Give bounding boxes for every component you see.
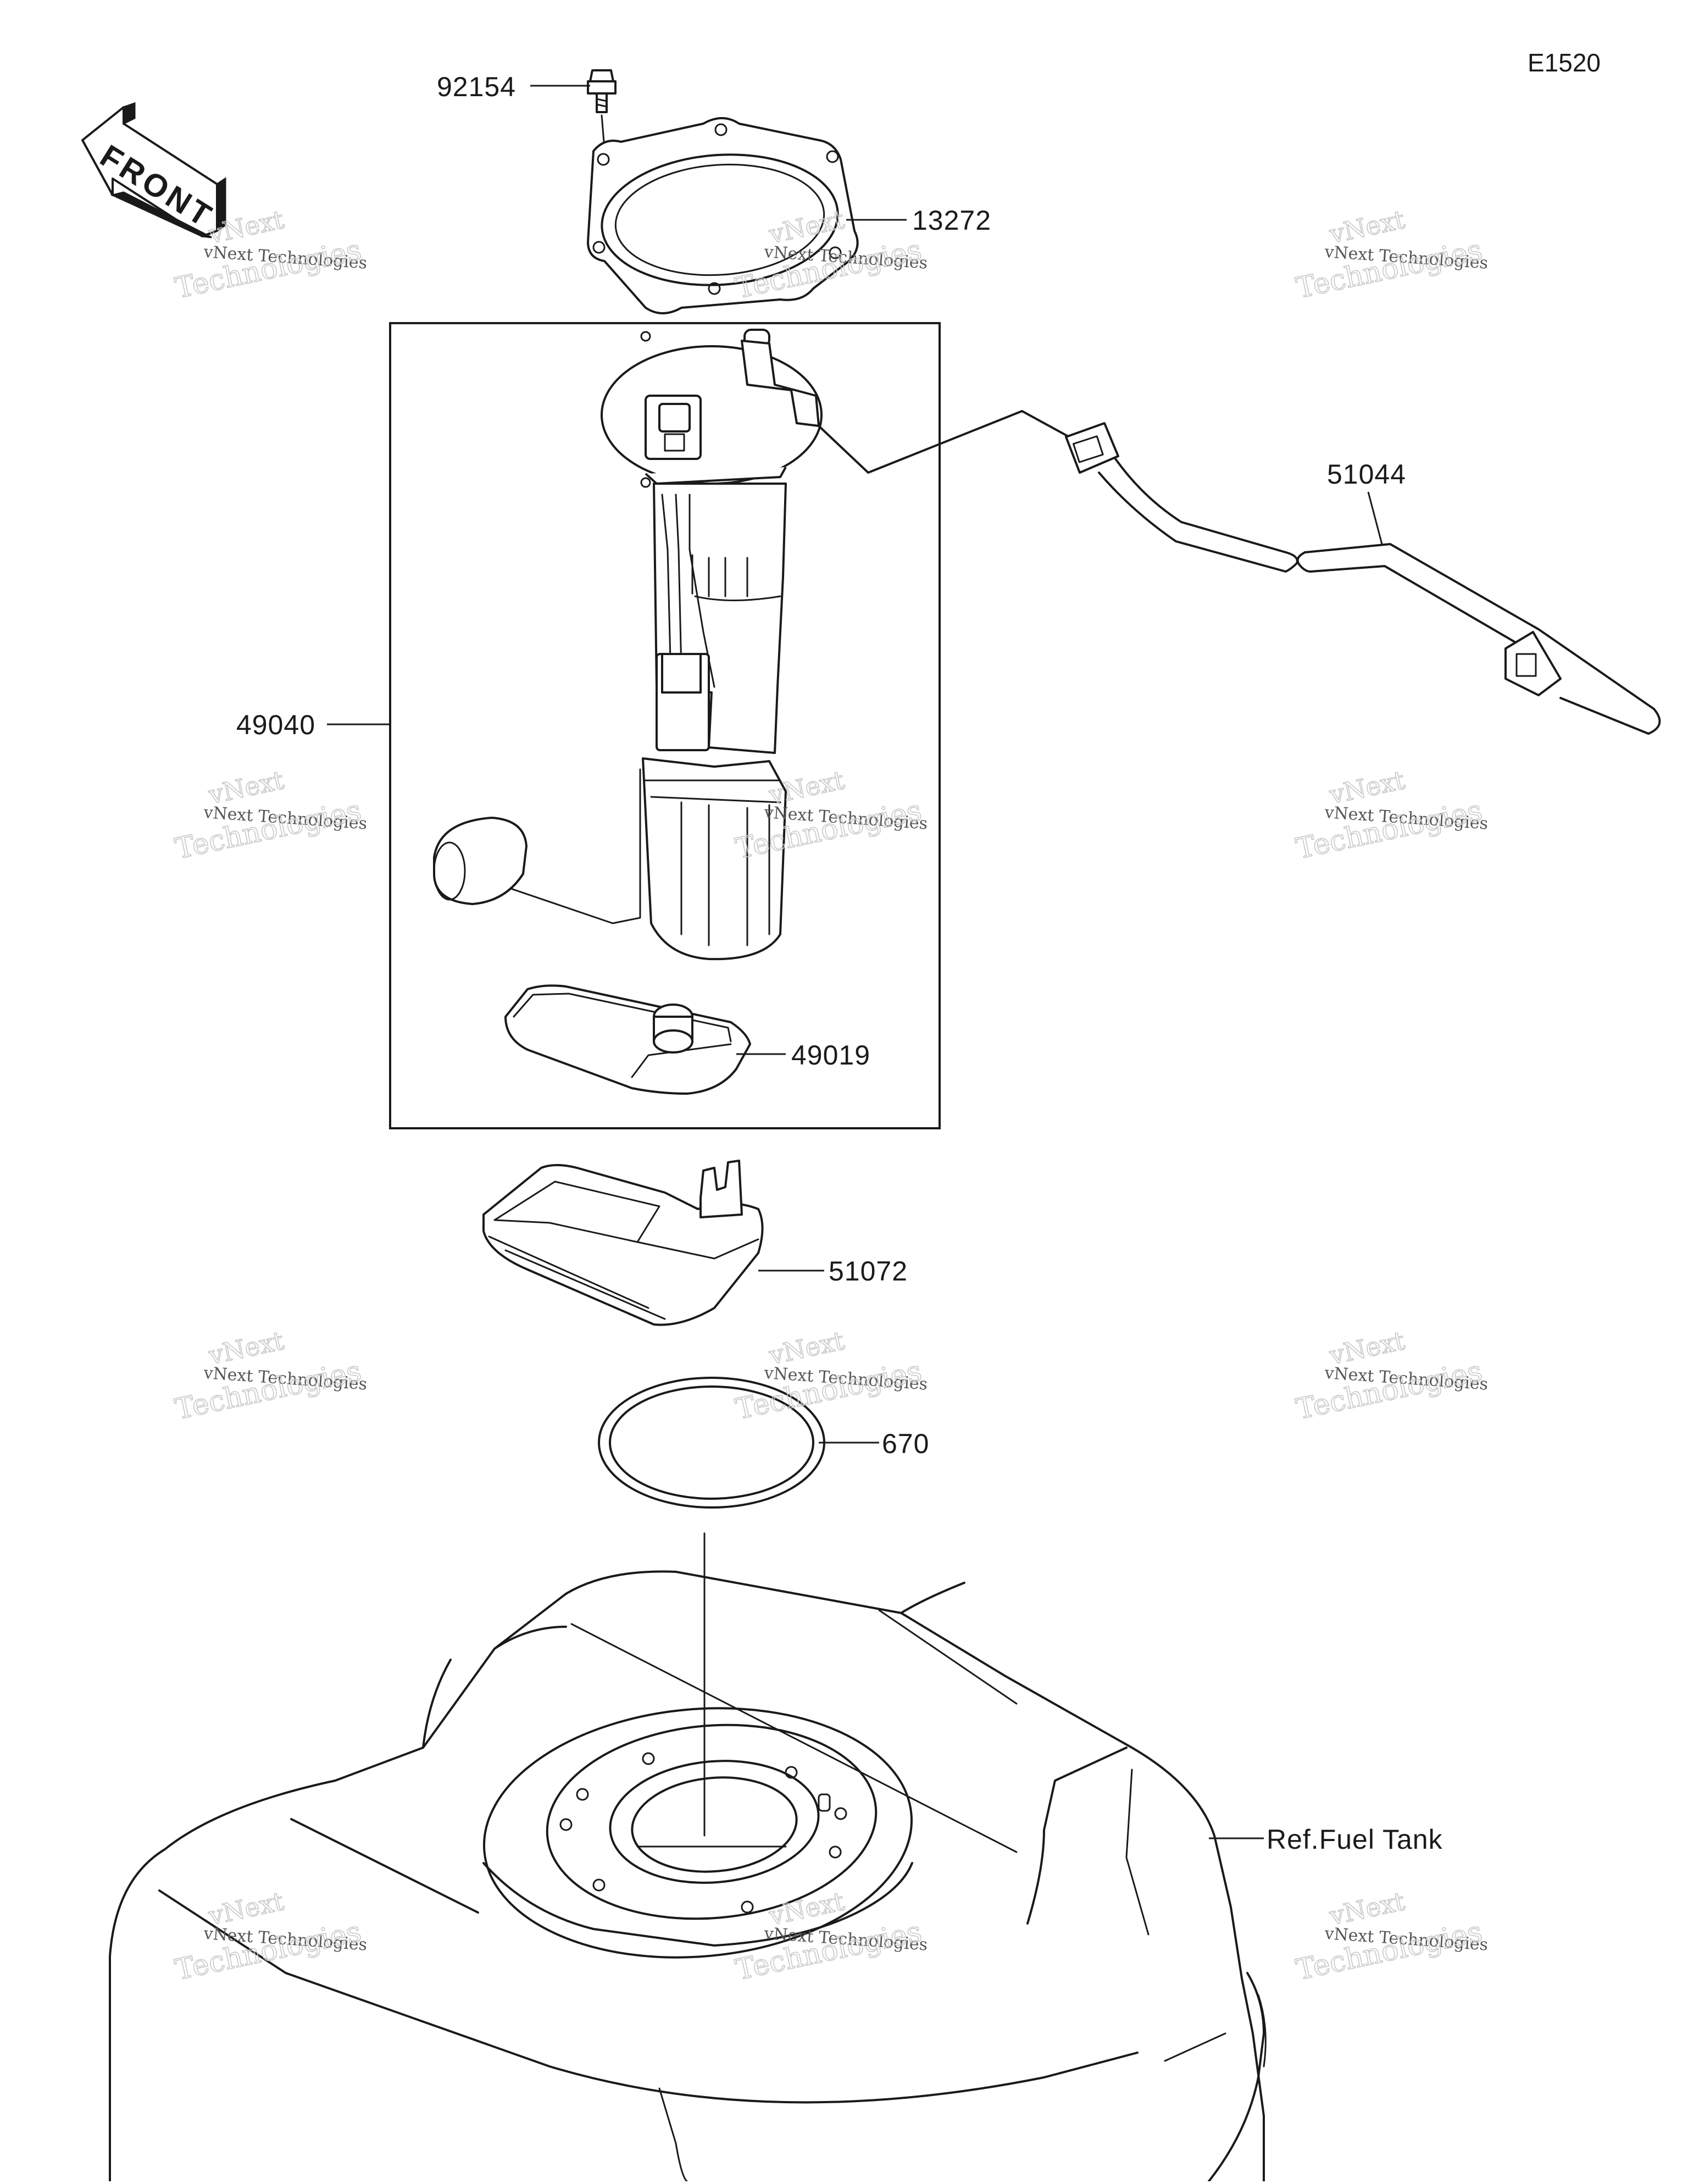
watermark-line1: vNext xyxy=(1326,1886,1408,1931)
bracket-51072 xyxy=(482,1160,764,1326)
watermark-line1: vNext xyxy=(1326,765,1408,810)
bolt-92154 xyxy=(587,69,617,113)
watermark-line3: Technologies xyxy=(733,1355,925,1426)
fuel-pump-assembly xyxy=(433,329,823,961)
part-label-92154: 92154 xyxy=(437,71,516,102)
part-label-13272: 13272 xyxy=(912,205,991,236)
watermark-line3: Technologies xyxy=(173,234,364,305)
watermark-line3: Technologies xyxy=(1293,234,1485,305)
part-label-51072: 51072 xyxy=(829,1256,908,1287)
fuel-line-link xyxy=(818,410,1075,474)
watermark-line1: vNext xyxy=(206,765,287,810)
leader-51044 xyxy=(1367,491,1383,545)
part-label-49019: 49019 xyxy=(791,1040,870,1071)
filter-49019 xyxy=(504,984,751,1095)
assembly-box-49040 xyxy=(389,322,941,1129)
watermark-line3: Technologies xyxy=(173,1915,364,1987)
watermark-line1: vNext xyxy=(1326,1326,1408,1371)
watermark-line3: Technologies xyxy=(1293,1915,1485,1987)
watermark-line1: vNext xyxy=(206,1326,287,1371)
watermark-line1: vNext xyxy=(206,1886,287,1931)
front-arrow-icon: FRONT xyxy=(81,102,226,239)
fuel-hose-51044 xyxy=(1065,422,1661,735)
watermark-line1: vNext xyxy=(766,765,847,810)
watermark-line1: vNext xyxy=(766,1886,847,1931)
watermark-line3: Technologies xyxy=(733,1915,925,1987)
reference-label-fuel-tank: Ref.Fuel Tank xyxy=(1267,1824,1443,1855)
gasket-13272 xyxy=(587,117,859,314)
watermark-line3: Technologies xyxy=(1293,794,1485,866)
watermark-line3: Technologies xyxy=(173,1355,364,1426)
part-label-670: 670 xyxy=(882,1428,929,1459)
part-label-51044: 51044 xyxy=(1327,459,1406,490)
diagram-code: E1520 xyxy=(1528,48,1601,77)
watermark-line3: Technologies xyxy=(173,794,364,866)
part-label-49040: 49040 xyxy=(236,709,315,740)
watermark-line3: Technologies xyxy=(1293,1355,1485,1426)
fuel-tank xyxy=(109,1570,1267,2182)
watermark-line1: vNext xyxy=(1326,204,1408,250)
watermark-line1: vNext xyxy=(766,1326,847,1371)
